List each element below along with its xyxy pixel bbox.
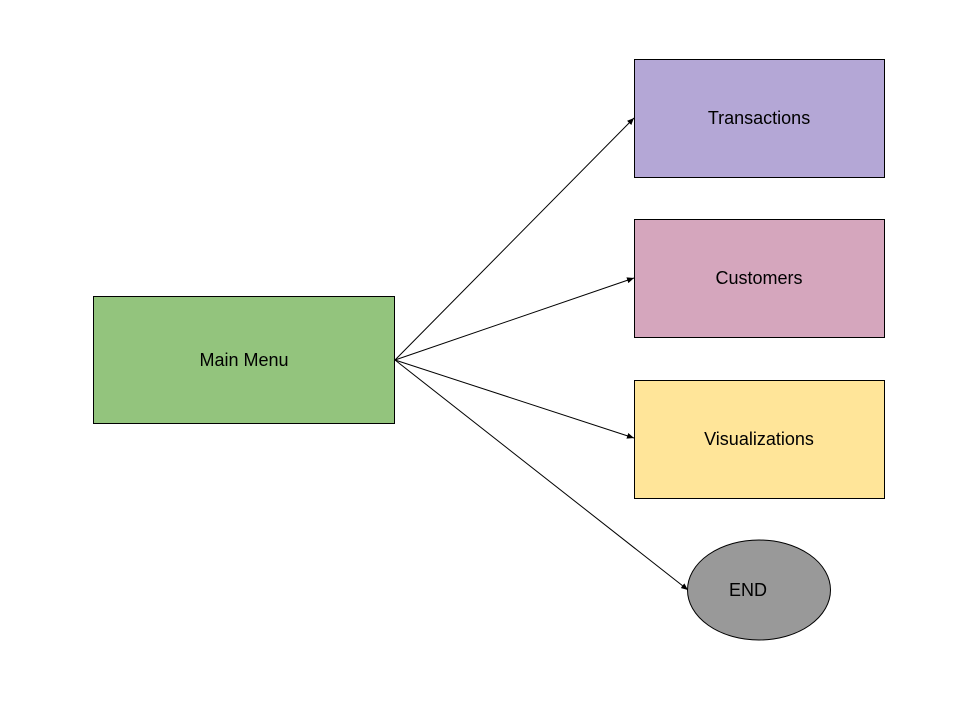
- transactions-box: [634, 59, 885, 178]
- edge-main-menu-to-customers: [394, 277, 635, 361]
- visualizations-box: [634, 380, 885, 499]
- main-menu-label: Main Menu: [199, 350, 288, 370]
- end-label: END: [729, 580, 767, 600]
- visualizations-node: Visualizations: [634, 380, 885, 499]
- main-menu-node: Main Menu: [93, 296, 395, 424]
- end-node: END: [687, 539, 831, 641]
- customers-box: [634, 219, 885, 338]
- edge-main-menu-to-transactions: [394, 117, 635, 361]
- customers-label: Customers: [715, 268, 802, 288]
- main-menu-box: [93, 296, 395, 424]
- visualizations-label: Visualizations: [704, 429, 814, 449]
- customers-node: Customers: [634, 219, 885, 338]
- edge-main-menu-to-end: [394, 359, 689, 591]
- end-ellipse: [687, 539, 831, 641]
- edge-main-menu-to-visualizations: [394, 359, 635, 439]
- transactions-node: Transactions: [634, 59, 885, 178]
- transactions-label: Transactions: [708, 108, 810, 128]
